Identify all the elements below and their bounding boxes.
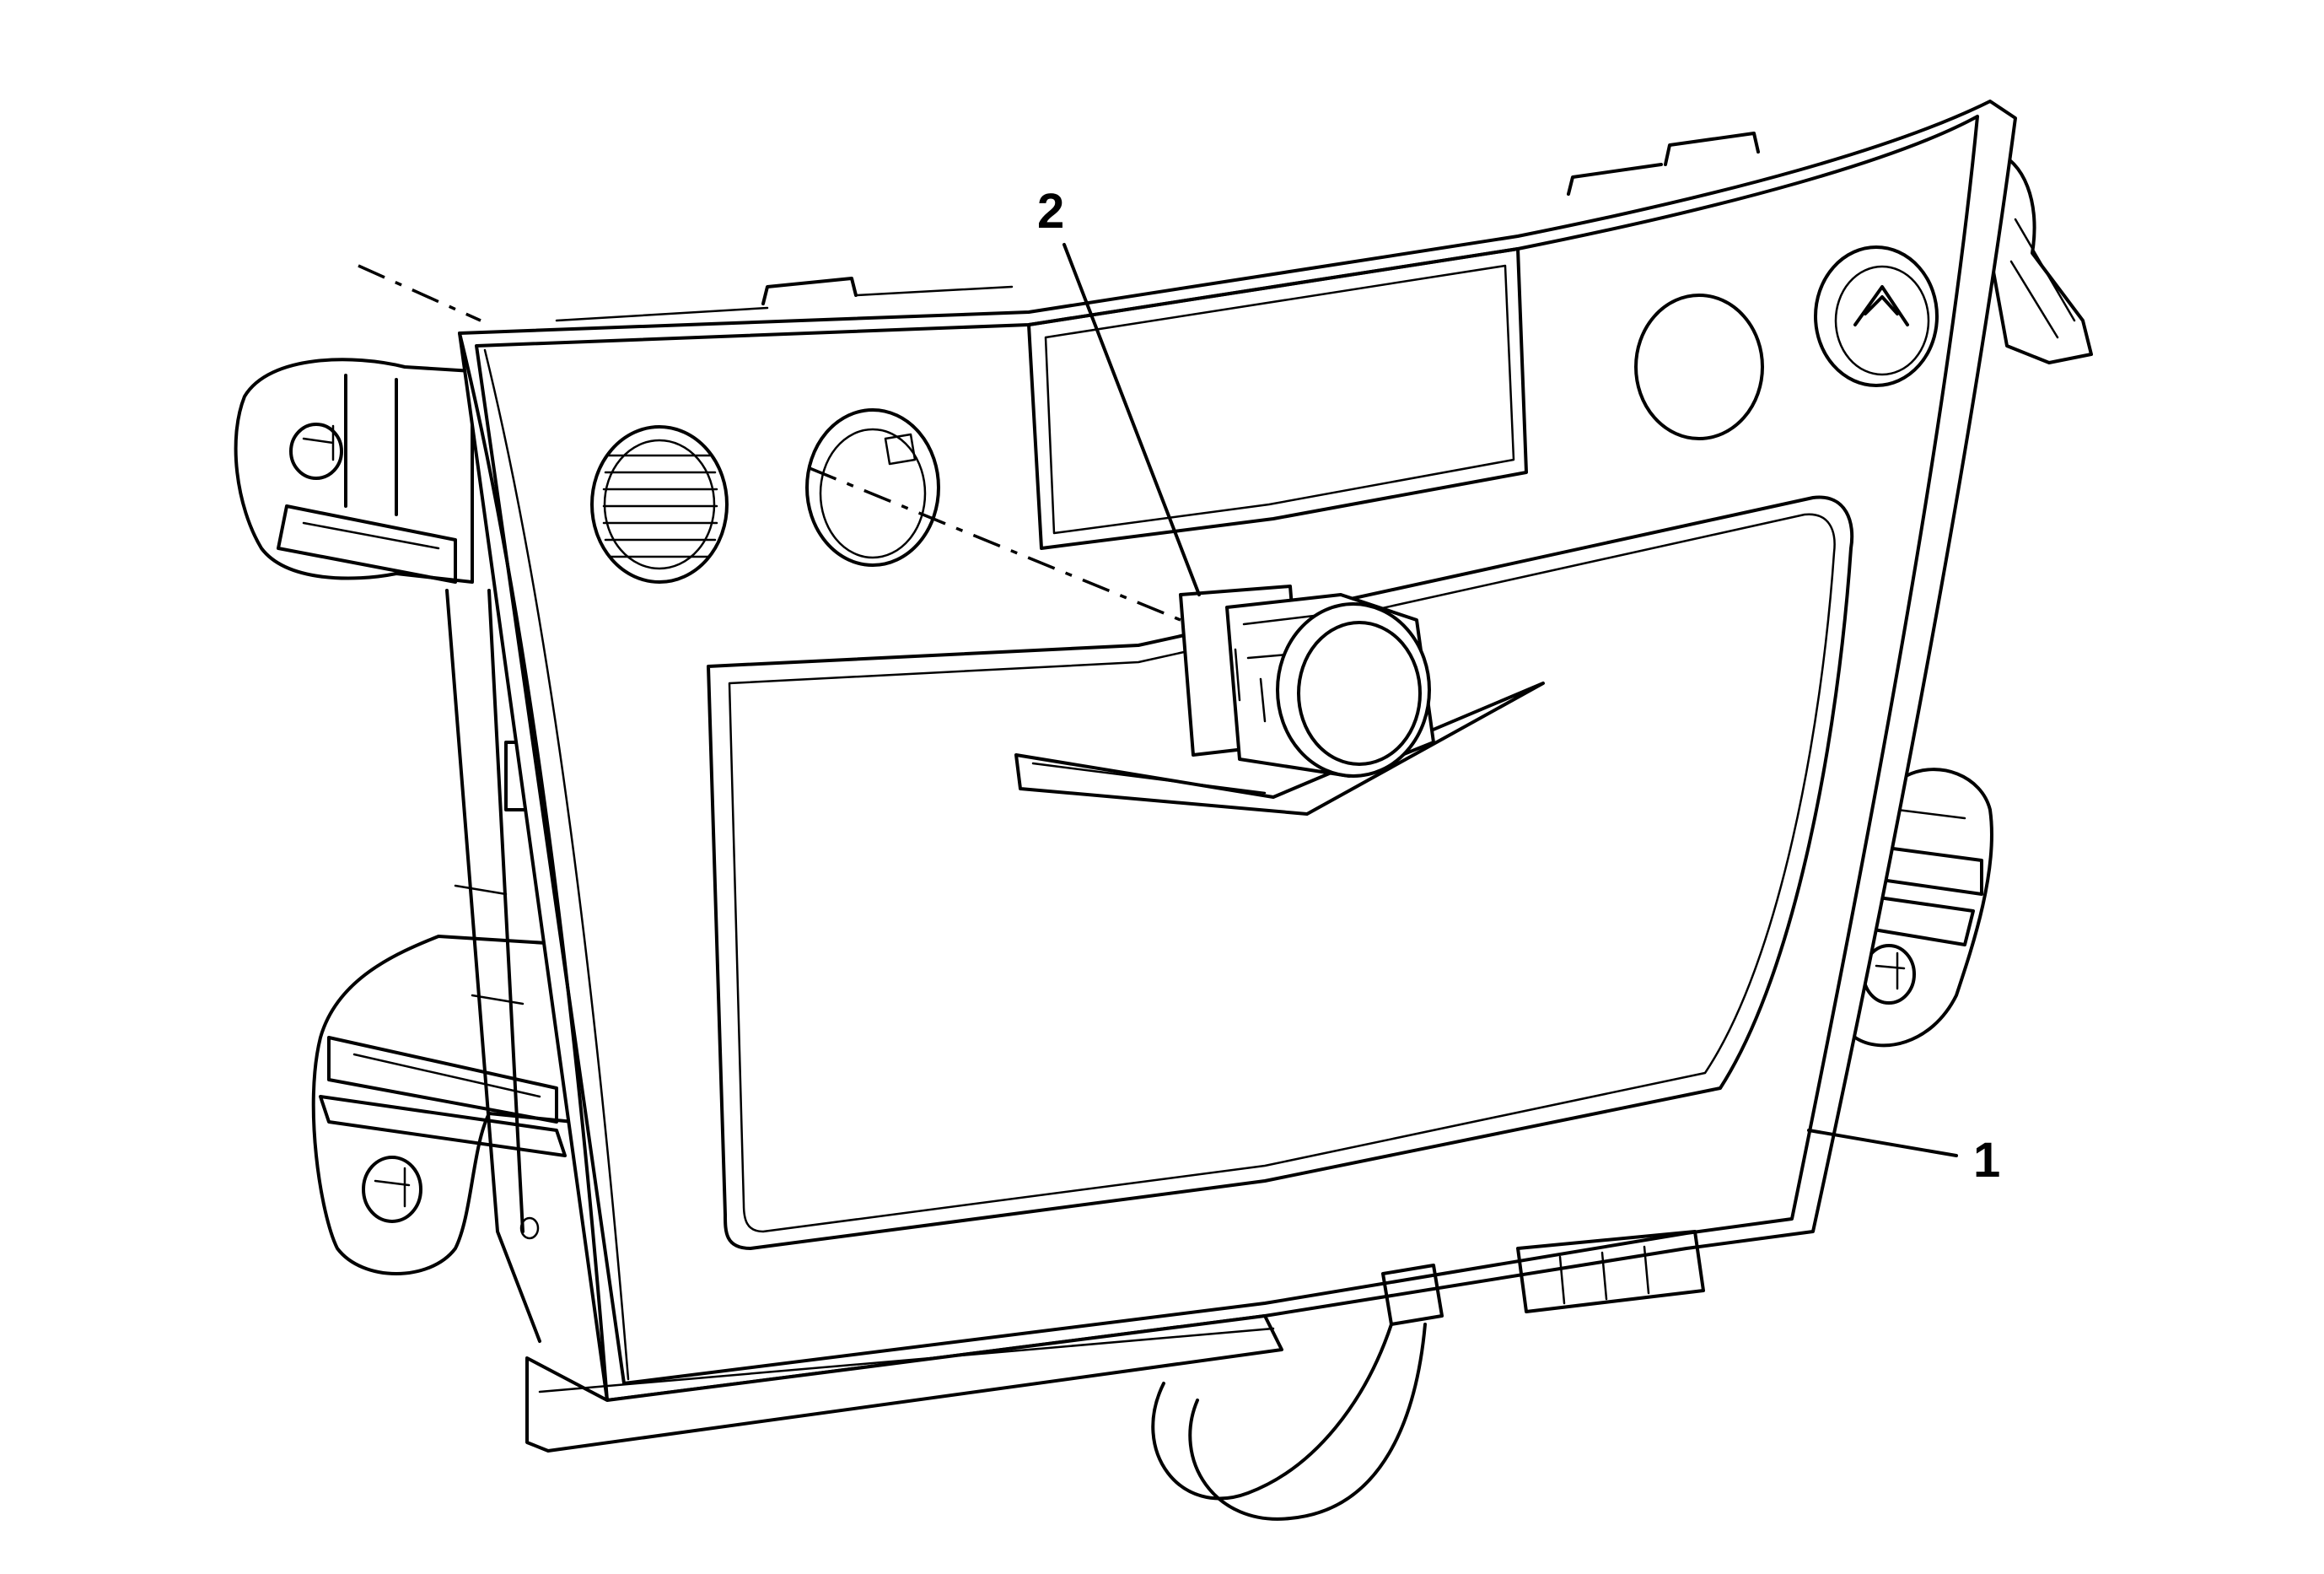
hazard-triangle-icon <box>1853 285 1909 326</box>
round-opening-right-center <box>1634 294 1764 440</box>
wiring-harness <box>1151 1230 1705 1521</box>
display-opening <box>1027 247 1528 550</box>
callout-2-label: 2 <box>1037 184 1064 239</box>
storage-bin-opening <box>707 495 1854 1250</box>
accessory-power-outlet <box>1179 585 1435 778</box>
callout-1-label: 1 <box>1973 1133 2000 1188</box>
left-upper-mounting-bracket <box>234 358 474 584</box>
install-direction-line <box>809 466 1181 622</box>
callout-2-leader <box>1062 243 1201 596</box>
hazard-switch-inner <box>1834 265 1930 376</box>
outlet-receptacle-opening <box>805 408 940 567</box>
center-trim-plate <box>458 100 2017 1453</box>
hazard-switch-outer <box>1814 245 1939 387</box>
callout-1-leader <box>1807 1129 1958 1157</box>
right-round-openings <box>1634 245 1939 440</box>
left-lower-mounting-bracket <box>311 935 575 1275</box>
air-vent-left <box>590 425 729 584</box>
reference-dashed-line <box>358 264 481 322</box>
